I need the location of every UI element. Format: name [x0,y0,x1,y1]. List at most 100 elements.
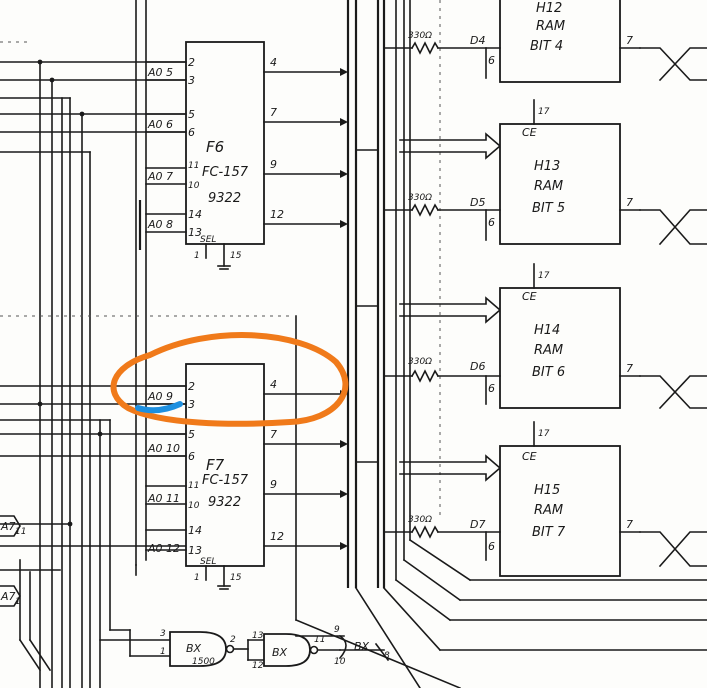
f6-out-12: 12 [270,208,284,221]
f7-pin-13: 13 [188,544,202,557]
f7-out-9: 9 [270,478,277,491]
bottom-left-bundle [18,559,52,672]
ram-h13-pin17: 17 [538,107,550,117]
f6-pin-5: 5 [188,108,195,121]
ram-h14-type: RAM [534,343,563,358]
ram-h15-pin7: 7 [626,518,633,531]
gate-bx-3-pin-out: 8 [384,651,390,661]
ram-h13-ce: CE [522,126,537,139]
f6-part: FC-157 [202,165,249,180]
f6-pin-3: 3 [188,74,195,87]
f6-addr-a0-3: A0 [147,170,163,183]
f7-addr-10: 10 [166,442,180,455]
ram-h14-ref: H14 [534,323,560,338]
f6-pin-6: 6 [188,126,195,139]
f7-addr-12: 12 [166,542,180,555]
f7-addr-a0-3: A0 [147,492,163,505]
f6-pin-2: 2 [188,56,195,69]
ram-h15-data: D7 [470,518,485,531]
gate-bx-2[interactable]: BX 13 12 11 [247,631,341,671]
f7-p15: 15 [230,573,242,583]
ram-h15[interactable]: CE 17 H15 RAM BIT 7 330Ω D7 6 7 [383,421,707,577]
gate-bx-1-sub: 1500 [192,657,215,667]
f6-addr-a0-2: A0 [147,118,163,131]
gate-bx-2-label: BX [272,646,288,659]
chip-f7[interactable]: 2 3 5 6 11 10 14 13 A0 9 A0 10 A0 11 A0 … [145,363,348,590]
f6-out-4: 4 [270,56,277,69]
f7-part: FC-157 [202,473,249,488]
ram-h14-res: 330Ω [408,357,432,367]
gate-bx-2-pin-out: 11 [314,635,325,645]
ram-h15-ref: H15 [534,483,560,498]
ram-h13-pin6: 6 [488,216,495,229]
ram-h15-body[interactable] [499,445,621,577]
f6-p1: 1 [194,251,200,261]
f7-pin-6: 6 [188,450,195,463]
gate-bx-1-label: BX [186,642,202,655]
gate-bx-2-pin-b: 12 [252,661,264,671]
f7-addr-9: 9 [166,390,173,403]
f6-addr-6: 6 [166,118,173,131]
ram-h14[interactable]: CE 17 H14 RAM BIT 6 330Ω D6 6 7 [383,263,707,410]
f6-out-9: 9 [270,158,277,171]
f7-out-7: 7 [270,428,277,441]
left-input-wires [0,59,187,688]
f7-p1: 1 [194,573,200,583]
f7-addr-a0-1: A0 [147,390,163,403]
ram-h12[interactable]: H12 RAM BIT 4 330Ω D4 6 7 [383,0,707,83]
f7-pin-2: 2 [188,380,195,393]
ram-h15-res: 330Ω [408,515,432,525]
ram-h13-body[interactable] [499,123,621,245]
f6-pin-10: 10 [188,181,200,191]
ram-h13-type: RAM [534,179,563,194]
f7-ref: F7 [206,456,225,474]
ram-h12-pin6: 6 [488,54,495,67]
ce-arrows [399,132,502,482]
conn-label-1: 1 [15,597,21,607]
ram-h14-body[interactable] [499,287,621,409]
ram-h13-bit: BIT 5 [532,201,565,216]
f6-out-7: 7 [270,106,277,119]
f7-addr-a0-4: A0 [147,542,163,555]
chip-f6[interactable]: 2 3 5 6 11 10 14 13 A0 5 A0 6 A0 7 A0 8 … [145,41,348,270]
f6-part2: 9322 [208,191,241,206]
gate-bx-3[interactable]: BX 9 10 8 [295,625,390,667]
chip-select-verticals [0,0,441,576]
ram-h15-pin6: 6 [488,540,495,553]
gate-bx-1[interactable]: BX 1500 3 1 2 [99,629,249,667]
f6-pin-13: 13 [188,226,202,239]
f7-pin-3: 3 [188,398,195,411]
f6-p15: 15 [230,251,242,261]
ram-h13-res: 330Ω [408,193,432,203]
left-connector-a7-top: A7 11 [0,515,26,537]
ram-h12-data: D4 [470,34,485,47]
ram-h14-data: D6 [470,360,485,373]
gate-bx-1-pin-a: 3 [160,629,166,639]
f7-pin-10: 10 [188,501,200,511]
ram-h13[interactable]: CE 17 H13 RAM BIT 5 330Ω D5 6 7 [383,99,707,246]
f7-out-12: 12 [270,530,284,543]
ram-h13-pin7: 7 [626,196,633,209]
ram-h12-res: 330Ω [408,31,432,41]
ram-h12-bit: BIT 4 [530,39,563,54]
ram-h12-type: RAM [536,19,565,34]
ram-h15-bit: BIT 7 [532,525,566,540]
ram-h13-ref: H13 [534,159,560,174]
f7-pin-14: 14 [188,524,202,537]
conn-label-a7-2: A7 [0,590,16,603]
ram-h13-data: D5 [470,196,485,209]
f6-addr-5: 5 [166,66,173,79]
chip-f6-body[interactable] [185,41,265,245]
gate-bx-3-label: BX [354,640,370,653]
central-bus [294,0,707,688]
ram-h14-pin17: 17 [538,271,550,281]
f6-addr-a0-4: A0 [147,218,163,231]
chip-f7-body[interactable] [185,363,265,567]
f7-addr-a0-2: A0 [147,442,163,455]
ram-h12-body[interactable] [499,0,621,83]
ram-h12-pin7: 7 [626,34,633,47]
gate-bx-3-pin-a: 9 [334,625,340,635]
f6-sel: SEL [200,235,216,245]
